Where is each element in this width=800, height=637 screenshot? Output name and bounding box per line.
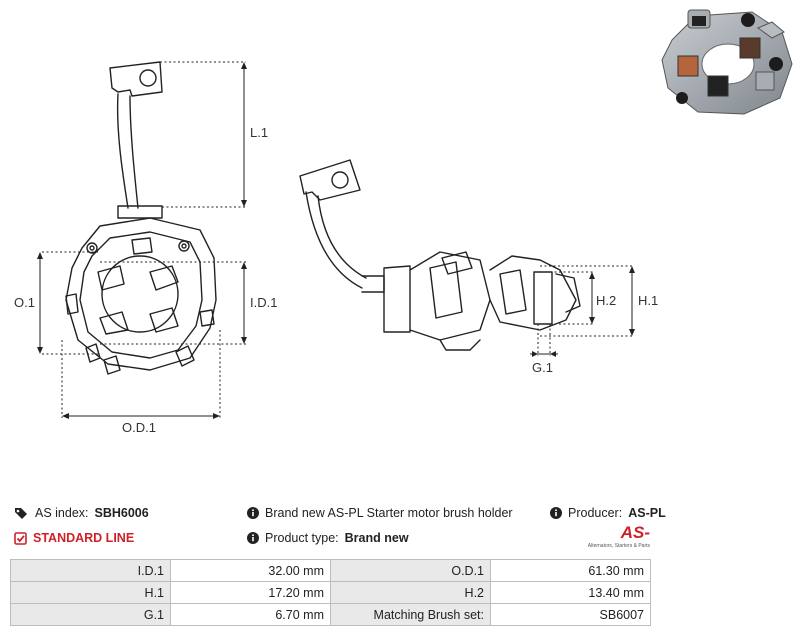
as-pl-logo: AS- Alternators, Starters & Parts [584,524,650,554]
spec-value: 17.20 mm [170,581,331,604]
dim-label-od1: O.D.1 [122,420,156,435]
spec-label: I.D.1 [10,559,171,582]
producer-label: Producer: [568,506,623,520]
table-row: H.1 17.20 mm H.2 13.40 mm [10,581,651,604]
spec-value: SB6007 [490,603,651,626]
front-view-body [65,217,217,375]
logo-dash: - [644,523,650,542]
dim-label-l1: L.1 [250,125,268,140]
spec-table: I.D.1 32.00 mm O.D.1 61.30 mm H.1 17.20 … [10,559,651,626]
as-index-value: SBH6006 [94,506,149,520]
table-row: I.D.1 32.00 mm O.D.1 61.30 mm [10,559,651,582]
spec-value: 61.30 mm [490,559,651,582]
dim-label-g1: G.1 [532,360,553,375]
info-icon [247,507,259,519]
spec-label: G.1 [10,603,171,626]
check-square-icon [14,531,27,545]
product-info: AS index: SBH6006 STANDARD LINE Brand ne… [0,500,800,560]
product-type-label: Product type: [265,531,339,545]
spec-label: O.D.1 [330,559,491,582]
product-photo [661,9,793,115]
dim-label-h1: H.1 [638,293,658,308]
producer-value: AS-PL [628,506,666,520]
table-row: G.1 6.70 mm Matching Brush set: SB6007 [10,603,651,626]
spec-value: 32.00 mm [170,559,331,582]
standard-line-label: STANDARD LINE [33,531,135,545]
spec-value: 6.70 mm [170,603,331,626]
dim-label-id1: I.D.1 [250,295,277,310]
product-type-value: Brand new [344,531,409,545]
tags-icon [14,507,29,520]
as-index-label: AS index: [35,506,89,520]
as-index: AS index: SBH6006 [14,506,149,520]
dim-label-h2: H.2 [596,293,616,308]
product-type: Product type: Brand new [247,531,409,545]
description: Brand new AS-PL Starter motor brush hold… [247,506,513,520]
standard-line: STANDARD LINE [14,531,134,545]
producer: Producer: AS-PL [550,506,666,520]
side-view [299,159,581,351]
logo-name: AS [620,523,645,542]
logo-tagline: Alternators, Starters & Parts [587,543,650,549]
spec-label: H.1 [10,581,171,604]
spec-value: 13.40 mm [490,581,651,604]
info-icon [247,532,259,544]
spec-label: Matching Brush set: [330,603,491,626]
front-view-terminal [109,61,163,219]
technical-drawing: L.1 O.1 I.D.1 O.D.1 H.1 H.2 G.1 [14,61,658,435]
info-icon [550,507,562,519]
description-text: Brand new AS-PL Starter motor brush hold… [265,506,513,520]
spec-label: H.2 [330,581,491,604]
dim-label-o1: O.1 [14,295,35,310]
